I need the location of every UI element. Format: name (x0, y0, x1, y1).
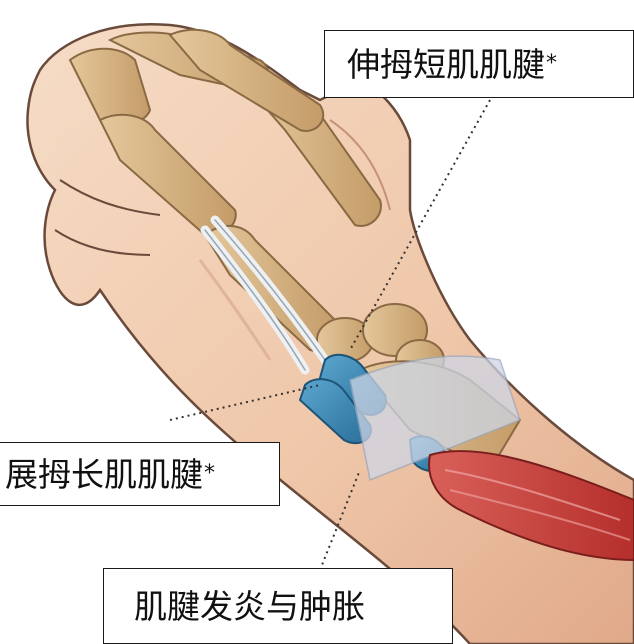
label-epb-text: 伸拇短肌肌腱 (347, 48, 545, 81)
label-extensor-pollicis-brevis: 伸拇短肌肌腱* (324, 30, 634, 98)
label-abductor-pollicis-longus: 展拇长肌肌腱* (0, 442, 280, 506)
label-epb-mark: * (546, 53, 557, 75)
label-apl-mark: * (204, 463, 215, 485)
label-apl-text: 展拇长肌肌腱 (5, 458, 203, 491)
label-tendinitis: 肌腱发炎与肿胀 (103, 568, 453, 644)
label-tendinitis-text: 肌腱发炎与肿胀 (134, 590, 365, 623)
